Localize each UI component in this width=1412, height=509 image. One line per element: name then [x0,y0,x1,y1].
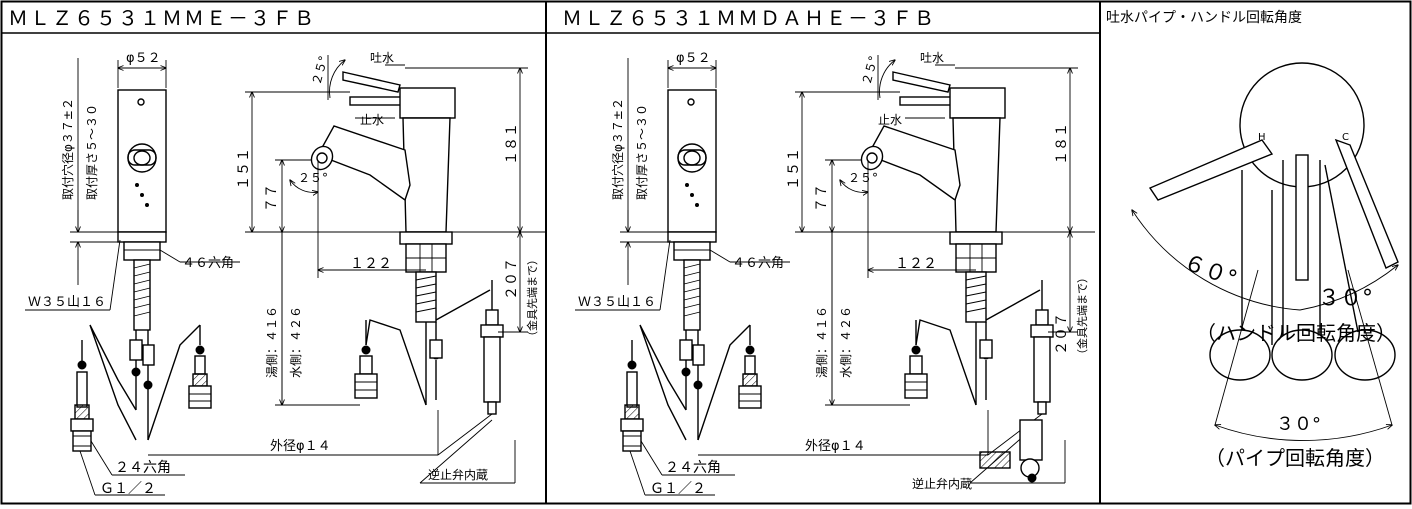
label-hex46: ４６六角 [732,256,784,271]
pipe-center-end [1271,329,1333,381]
label-angle-mid: ２５° [848,171,878,185]
label-outer: 外径φ１４ [270,439,331,454]
label-h: H [1258,132,1266,143]
arc-30-handle [1299,265,1398,311]
label-diameter: φ５２ [676,51,711,66]
angled-check-valve [979,419,1043,483]
handle-left [1148,139,1274,201]
label-angle60: ６０° [1180,250,1240,292]
label-g12: Ｇ１／２ [650,481,706,497]
label-c: C [1342,132,1349,143]
label-mount-hole: 取付穴径φ３７±２ [610,98,625,200]
label-d122: １２２ [350,256,392,272]
pipe-center-line [1282,160,1321,345]
label-diameter: φ５２ [126,51,161,66]
label-check-valve: 逆止弁内蔵 [428,467,488,482]
arc-60 [1132,210,1301,311]
label-h77: ７７ [264,184,280,212]
handle-right [1334,138,1399,269]
label-stop: 止水 [878,113,902,127]
pipe-ref-left [1214,269,1259,426]
label-angle30b: ３０° [1276,414,1321,435]
label-tip-note: （金具先端まで） [1075,272,1089,360]
label-angle-mid: ２５° [298,171,328,185]
label-mount-thickness: 取付厚さ５～３０ [85,104,99,200]
label-angle-top: ２５° [309,54,330,87]
label-hex24: ２４六角 [115,460,171,476]
label-h181: １８１ [504,123,520,165]
pipe-left-line [1241,170,1273,350]
pipe-left-end [1209,329,1271,381]
label-mount-thickness: 取付厚さ５～３０ [635,104,649,200]
label-hot: 湯側：４１６ [265,306,279,378]
rotation-title: 吐水パイプ・ハンドル回転角度 [1106,10,1302,26]
label-spout: 吐水 [920,51,944,65]
label-g12: Ｇ１／２ [100,481,156,497]
panel-1: ＭＬＺ６５３１ＭＭＥ－３ＦＢ φ５２ 取付穴径φ３７±２ 取付厚さ５～３０ 吐水… [8,6,545,497]
faucet-drawing [575,55,1095,495]
label-h181: １８１ [1054,123,1070,165]
label-hex24: ２４六角 [665,460,721,476]
handle-center [1295,154,1309,281]
label-cold: 水側：４２６ [839,306,853,378]
label-h151: １５１ [786,148,802,190]
model-title: ＭＬＺ６５３１ＭＭＥ－３ＦＢ [8,6,316,30]
label-check-valve: 逆止弁内蔵 [912,476,972,491]
panel-2: ＭＬＺ６５３１ＭＭＤＡＨＥ－３ＦＢ φ５２ 取付穴径φ３７±２ 取付厚さ５～３０… [562,6,1095,497]
label-cold: 水側：４２６ [289,306,303,378]
label-angle30a: ３０° [1318,286,1373,311]
label-stop: 止水 [360,113,384,127]
label-d207: ２０７ [1054,313,1070,355]
label-h151: １５１ [236,148,252,190]
label-h77: ７７ [814,184,830,212]
label-mount-hole: 取付穴径φ３７±２ [60,98,75,200]
label-hot: 湯側：４１６ [815,306,829,378]
model-title: ＭＬＺ６５３１ＭＭＤＡＨＥ－３ＦＢ [562,6,936,30]
rotation-panel: 吐水パイプ・ハンドル回転角度 H C ６０° ３０° （ハンドル回転角度） ３０… [1106,10,1398,470]
pipe-ref-right [1347,269,1393,426]
label-outer: 外径φ１４ [805,439,866,454]
label-tip-note: （金具先端まで） [525,254,539,342]
label-angle-top: ２５° [859,54,880,87]
label-d207: ２０７ [504,258,520,300]
label-spout: 吐水 [370,51,394,65]
pipe-caption: （パイプ回転角度） [1205,446,1385,470]
label-hex46: ４６六角 [182,256,234,271]
arc-30-pipe [1215,425,1392,441]
label-w35: Ｗ３５山１６ [28,295,106,310]
faucet-drawing [25,55,545,495]
pipe-right-line [1324,164,1359,333]
label-d122: １２２ [895,256,937,272]
handle-caption: （ハンドル回転角度） [1196,321,1396,345]
label-w35: Ｗ３５山１６ [578,295,656,310]
